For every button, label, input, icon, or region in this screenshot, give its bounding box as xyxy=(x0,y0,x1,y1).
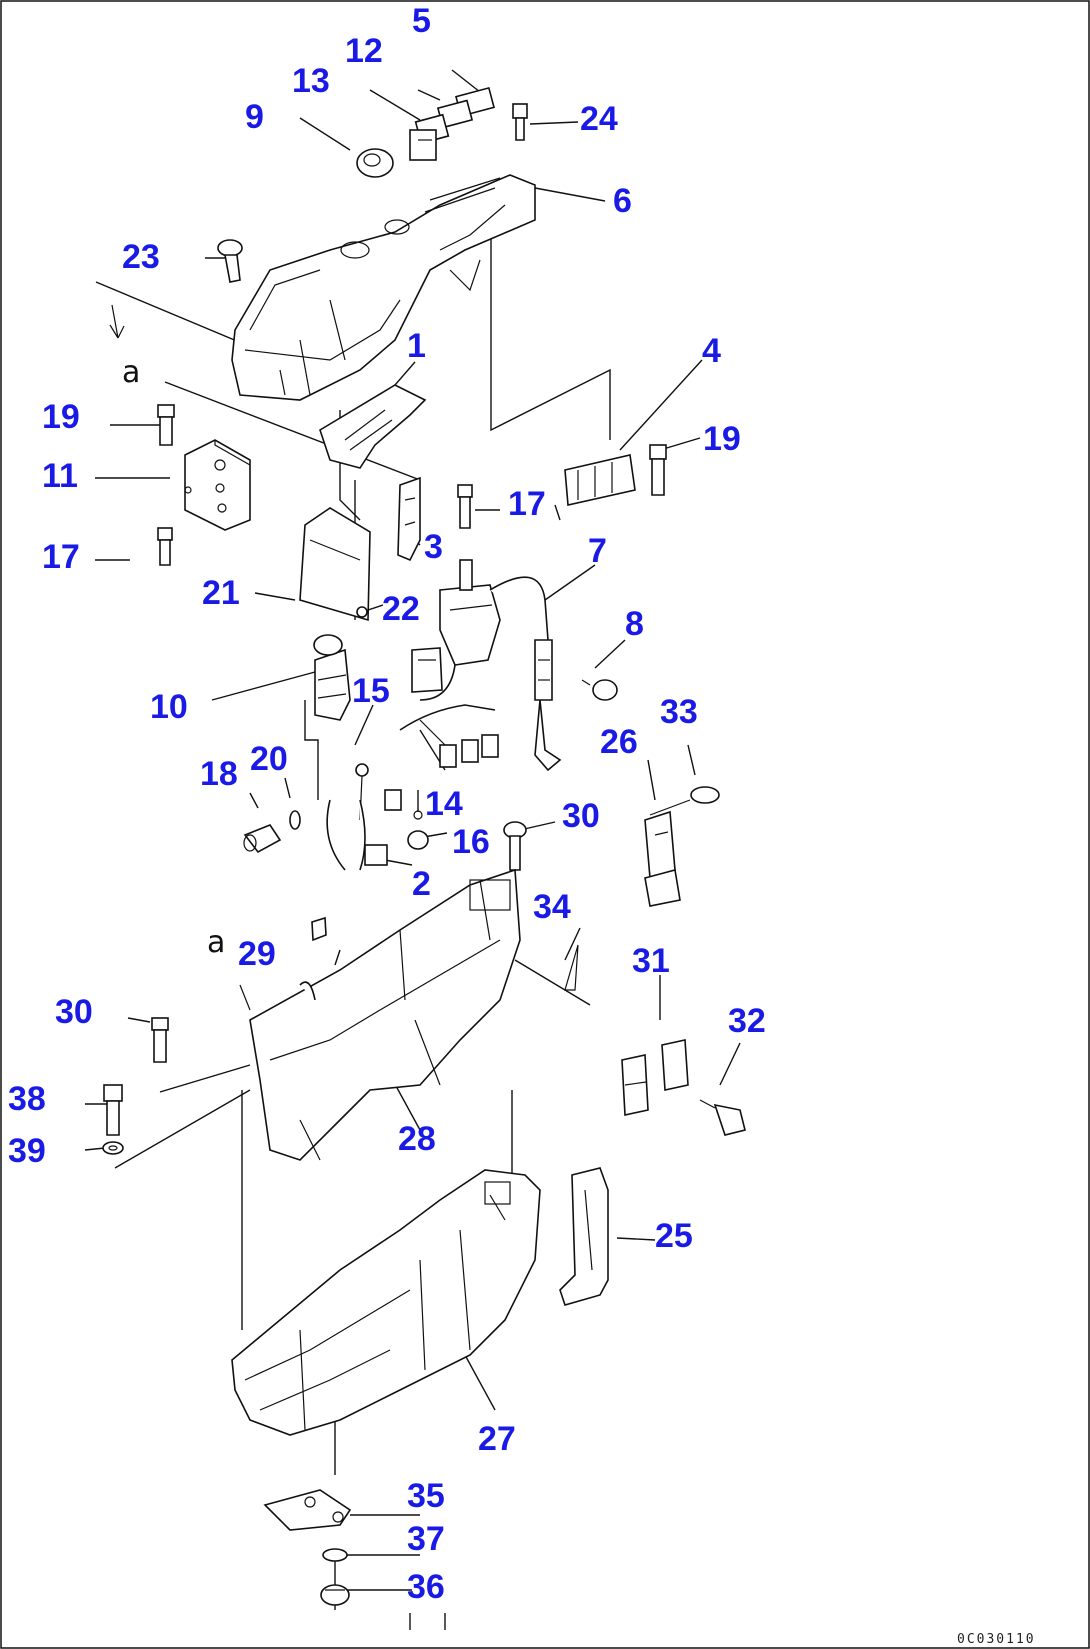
callout-31: 31 xyxy=(632,942,670,980)
callout-36: 36 xyxy=(407,1568,445,1606)
callout-6: 6 xyxy=(613,182,632,220)
callout-22: 22 xyxy=(382,590,420,628)
part-screw-17-mid xyxy=(457,484,473,529)
part-relay-26 xyxy=(644,810,681,907)
view-mark-top: a xyxy=(109,304,140,390)
part-nut-18 xyxy=(243,824,282,854)
callout-39: 39 xyxy=(8,1132,46,1170)
part-grommet-16 xyxy=(407,810,429,850)
part-bolt-19-right xyxy=(649,444,667,496)
callout-19-left: 19 xyxy=(42,398,80,436)
part-cover-25 xyxy=(559,1167,609,1306)
part-connector-left-7 xyxy=(411,647,443,693)
part-plate-1 xyxy=(319,384,427,469)
part-switch-10 xyxy=(313,634,351,721)
callout-5: 5 xyxy=(412,2,431,40)
callout-17-mid: 17 xyxy=(508,485,546,523)
part-bracket-3 xyxy=(397,476,421,562)
part-top-cover xyxy=(231,174,536,401)
callout-1: 1 xyxy=(407,327,426,365)
part-bolt-17-left xyxy=(157,527,173,566)
callout-10: 10 xyxy=(150,688,188,726)
part-knob-9 xyxy=(356,148,394,178)
callout-38: 38 xyxy=(8,1080,46,1118)
part-harness-14 xyxy=(399,704,499,768)
part-mark-34 xyxy=(564,944,579,991)
callout-21: 21 xyxy=(202,574,240,612)
callout-16: 16 xyxy=(452,823,490,861)
callout-7: 7 xyxy=(588,532,607,570)
part-washer-20 xyxy=(289,810,301,830)
part-cover-21 xyxy=(299,507,371,622)
callout-32: 32 xyxy=(728,1002,766,1040)
part-washer-37 xyxy=(322,1548,348,1562)
part-screw-30-left xyxy=(151,1017,169,1063)
part-relay-31 xyxy=(621,1039,689,1116)
callout-19-right: 19 xyxy=(703,420,741,458)
callout-24: 24 xyxy=(580,100,618,138)
callout-18: 18 xyxy=(200,755,238,793)
part-bolt-38 xyxy=(103,1084,123,1136)
callout-3: 3 xyxy=(424,528,443,566)
callout-37: 37 xyxy=(407,1520,445,1558)
part-washer-39 xyxy=(102,1141,124,1155)
part-clamp-15 xyxy=(355,763,369,821)
callout-27: 27 xyxy=(478,1420,516,1458)
callout-17-left: 17 xyxy=(42,538,80,576)
callout-34: 34 xyxy=(533,888,571,926)
part-harness-2 xyxy=(326,789,402,871)
callout-30-left: 30 xyxy=(55,993,93,1031)
callout-25: 25 xyxy=(655,1217,693,1255)
part-plug-33 xyxy=(649,786,720,816)
view-mark-label-mid: a xyxy=(207,925,225,960)
part-screw-23 xyxy=(217,239,243,283)
callout-14: 14 xyxy=(425,785,463,823)
part-plug-32 xyxy=(699,1099,746,1136)
part-screw-24 xyxy=(512,103,528,141)
callout-8: 8 xyxy=(625,605,644,643)
part-switch-12-13 xyxy=(409,113,450,161)
part-switch-5 xyxy=(436,86,495,129)
callout-13: 13 xyxy=(292,62,330,100)
callout-28: 28 xyxy=(398,1120,436,1158)
part-screw-30-top xyxy=(503,821,527,871)
part-connector-4 xyxy=(564,454,636,506)
callout-12: 12 xyxy=(345,32,383,70)
view-mark-label-top: a xyxy=(122,355,140,390)
callout-labels: 5 12 13 9 24 6 23 1 4 19 19 11 17 3 17 7… xyxy=(8,2,766,1606)
callout-4: 4 xyxy=(702,332,721,370)
part-bracket-35 xyxy=(263,1489,352,1531)
part-plug-8 xyxy=(581,679,618,701)
part-bracket-11 xyxy=(184,439,251,531)
callout-11: 11 xyxy=(42,457,78,495)
part-frame-28 xyxy=(249,868,521,1161)
part-clip-22 xyxy=(356,606,368,618)
callout-23: 23 xyxy=(122,238,160,276)
callout-20: 20 xyxy=(250,740,288,778)
callout-9: 9 xyxy=(245,98,264,136)
callout-33: 33 xyxy=(660,693,698,731)
part-bolt-19-left xyxy=(157,404,175,446)
part-clip-29 xyxy=(299,916,327,1001)
drawing-code: 0C030110 xyxy=(957,1632,1036,1647)
part-lower-cover-27 xyxy=(231,1169,541,1436)
callout-15: 15 xyxy=(352,672,390,710)
callout-29: 29 xyxy=(238,935,276,973)
callout-26: 26 xyxy=(600,723,638,761)
callout-35: 35 xyxy=(407,1477,445,1515)
part-bolt-36 xyxy=(320,1584,350,1606)
callout-2: 2 xyxy=(412,865,431,903)
callout-30-top: 30 xyxy=(562,797,600,835)
view-mark-mid: a xyxy=(207,925,251,1011)
